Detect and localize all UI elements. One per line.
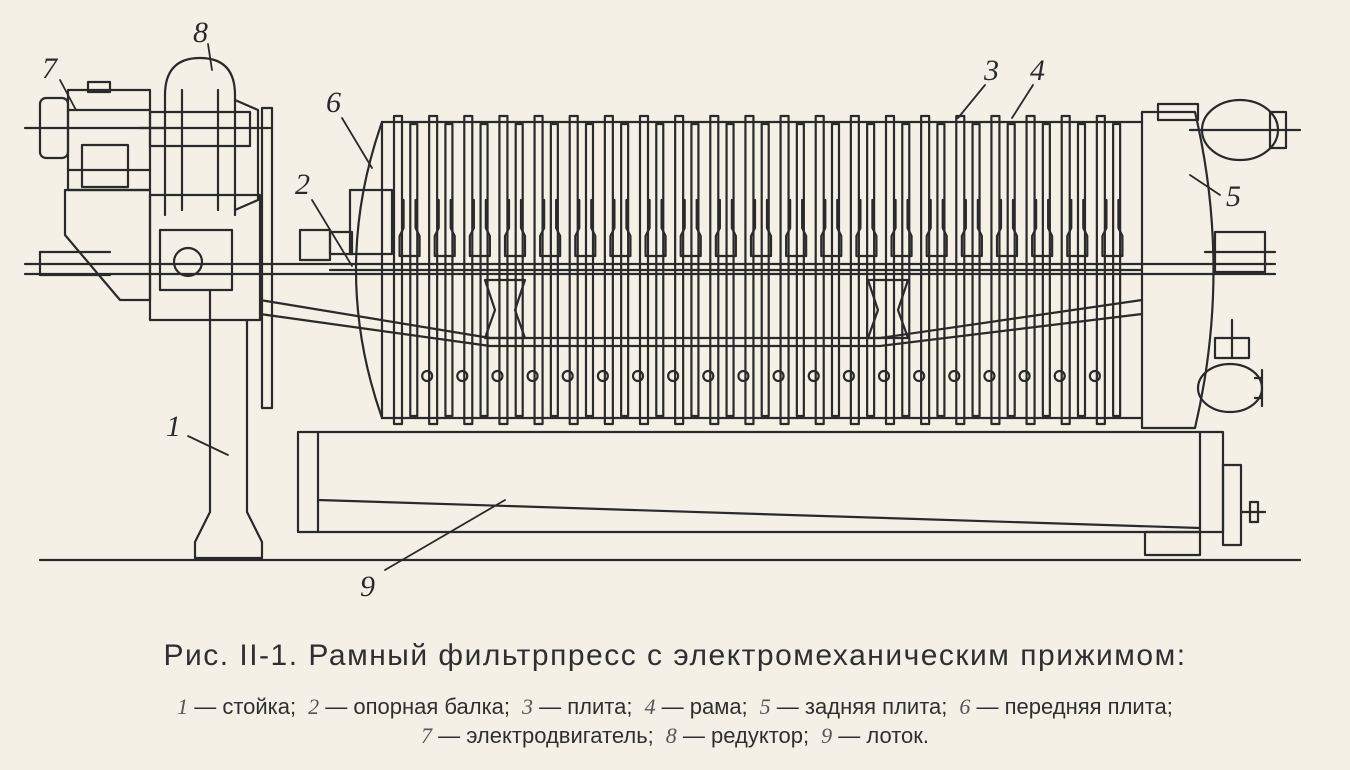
- drain-hole: [456, 369, 469, 383]
- drain-hole: [948, 369, 961, 383]
- drain-hole: [596, 369, 609, 383]
- plate-lug: [539, 198, 562, 258]
- plate-lug: [644, 198, 667, 258]
- legend-text: — редуктор;: [682, 723, 810, 748]
- legend-number: 9: [821, 723, 833, 748]
- plate-lug: [820, 198, 843, 258]
- rack-column: [148, 193, 264, 560]
- callout-leaders: [59, 43, 1221, 571]
- electric-motor: [23, 80, 167, 192]
- legend-number: 6: [959, 694, 971, 719]
- reducer: [138, 56, 272, 217]
- drain-hole: [772, 369, 785, 383]
- legend-row: 7 — электродвигатель; 8 — редуктор; 9 — ло…: [0, 721, 1350, 750]
- plate-lug: [714, 198, 737, 258]
- plate-lug: [609, 198, 632, 258]
- caption-title: Рис. II-1. Рамный фильтрпресс с электром…: [163, 639, 1187, 672]
- legend-number: 1: [177, 694, 189, 719]
- callout-5: 5: [1226, 180, 1241, 213]
- plate-lug: [1066, 198, 1089, 258]
- legend-text: — опорная балка;: [325, 694, 511, 719]
- rear-plate: [1140, 102, 1215, 430]
- plate-lug: [503, 198, 527, 258]
- press-screw: [23, 106, 1277, 410]
- drain-hole: [491, 369, 504, 383]
- legend-text: — стойка;: [194, 694, 297, 719]
- drain-hole: [667, 369, 680, 383]
- legend-row: 1 — стойка; 2 — опорная балка; 3 — плита; 4…: [0, 692, 1350, 721]
- legend-number: 8: [665, 723, 677, 748]
- legend-number: 5: [759, 694, 771, 719]
- plate-lug: [398, 198, 421, 258]
- outlet-valves: [1188, 98, 1302, 414]
- plate-lug: [468, 198, 491, 258]
- callout-3: 3: [983, 54, 999, 87]
- motor-base: [38, 188, 152, 302]
- plate-lug: [1031, 198, 1054, 258]
- caption-legend: 1 — стойка; 2 — опорная балка; 3 — плита; 4…: [0, 692, 1350, 750]
- drain-hole: [913, 369, 926, 383]
- plate-lug: [574, 198, 597, 258]
- legend-number: 7: [420, 723, 432, 748]
- drain-hole: [1018, 369, 1031, 383]
- legend-text: — рама;: [661, 694, 748, 719]
- legend-text: — лоток.: [838, 723, 930, 748]
- drain-hole: [737, 369, 750, 383]
- callout-7: 7: [42, 52, 59, 85]
- drain-hole: [1053, 369, 1066, 383]
- plate-lug: [995, 198, 1019, 258]
- legend-text: — электродвигатель;: [438, 723, 654, 748]
- callout-6: 6: [326, 86, 341, 119]
- plate-lug: [679, 198, 702, 258]
- tray: [296, 430, 1267, 557]
- plate-lug: [855, 198, 878, 258]
- plate-lug: [785, 198, 808, 258]
- plate-lug: [1101, 198, 1124, 258]
- plate-lug: [890, 198, 913, 258]
- callout-9: 9: [360, 570, 375, 603]
- filter-press-drawing: 1 2 3 4 5 6 7 8 9: [23, 16, 1302, 603]
- legend-text: — плита;: [539, 694, 633, 719]
- legend-item: 3 — плита;: [522, 694, 632, 719]
- drain-hole: [842, 369, 855, 383]
- legend-number: 4: [644, 694, 656, 719]
- callout-numbers: 1 2 3 4 5 6 7 8 9: [42, 16, 1241, 603]
- plate-lug: [960, 198, 983, 258]
- callout-2: 2: [295, 168, 310, 201]
- drain-hole: [526, 369, 539, 383]
- plate-lug: [749, 198, 773, 258]
- legend-number: 3: [522, 694, 534, 719]
- legend-item: 6 — передняя плита;: [959, 694, 1173, 719]
- callout-4: 4: [1030, 54, 1045, 87]
- legend-item: 2 — опорная балка;: [308, 694, 510, 719]
- drain-hole: [807, 369, 820, 383]
- legend-text: — передняя плита;: [976, 694, 1173, 719]
- figure-caption: Рис. II-1. Рамный фильтрпресс с электром…: [0, 636, 1350, 750]
- plate-lug: [925, 198, 948, 258]
- legend-number: 2: [308, 694, 320, 719]
- drain-hole: [561, 369, 574, 383]
- drain-hole: [702, 369, 715, 383]
- legend-item: 4 — рама;: [644, 694, 747, 719]
- callout-8: 8: [193, 16, 208, 49]
- drain-hole: [983, 369, 996, 383]
- drain-hole: [421, 369, 434, 383]
- legend-item: 9 — лоток.: [821, 723, 929, 748]
- legend-item: 7 — электродвигатель;: [421, 723, 654, 748]
- legend-text: — задняя плита;: [776, 694, 948, 719]
- legend-item: 5 — задняя плита;: [760, 694, 948, 719]
- drain-hole: [631, 369, 645, 383]
- support-beam: [258, 268, 1144, 348]
- drain-hole: [877, 369, 891, 383]
- drain-hole: [1088, 369, 1101, 383]
- callout-1: 1: [166, 410, 181, 443]
- legend-item: 1 — стойка;: [177, 694, 296, 719]
- plate-lug: [433, 198, 456, 258]
- legend-item: 8 — редуктор;: [666, 723, 809, 748]
